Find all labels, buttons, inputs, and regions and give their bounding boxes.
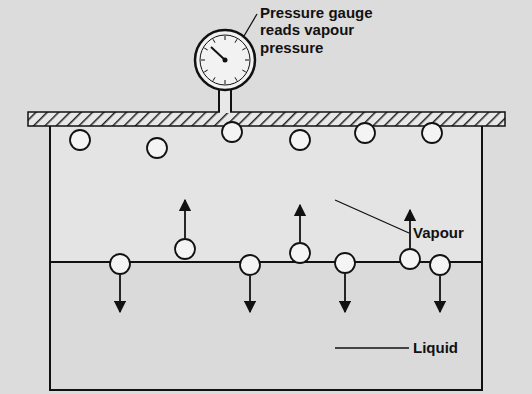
leader-lines (244, 14, 409, 348)
liquid-body (50, 262, 482, 390)
gauge-stem (219, 88, 231, 112)
pressure-gauge (195, 30, 255, 90)
vapour-molecules (70, 122, 442, 158)
gauge-label: Pressure gauge reads vapour pressure (260, 4, 378, 56)
liquid-label: Liquid (413, 339, 523, 356)
vapour-label: Vapour (413, 224, 523, 241)
surface-molecules (110, 200, 450, 312)
gauge-stem-fill (220, 88, 230, 113)
